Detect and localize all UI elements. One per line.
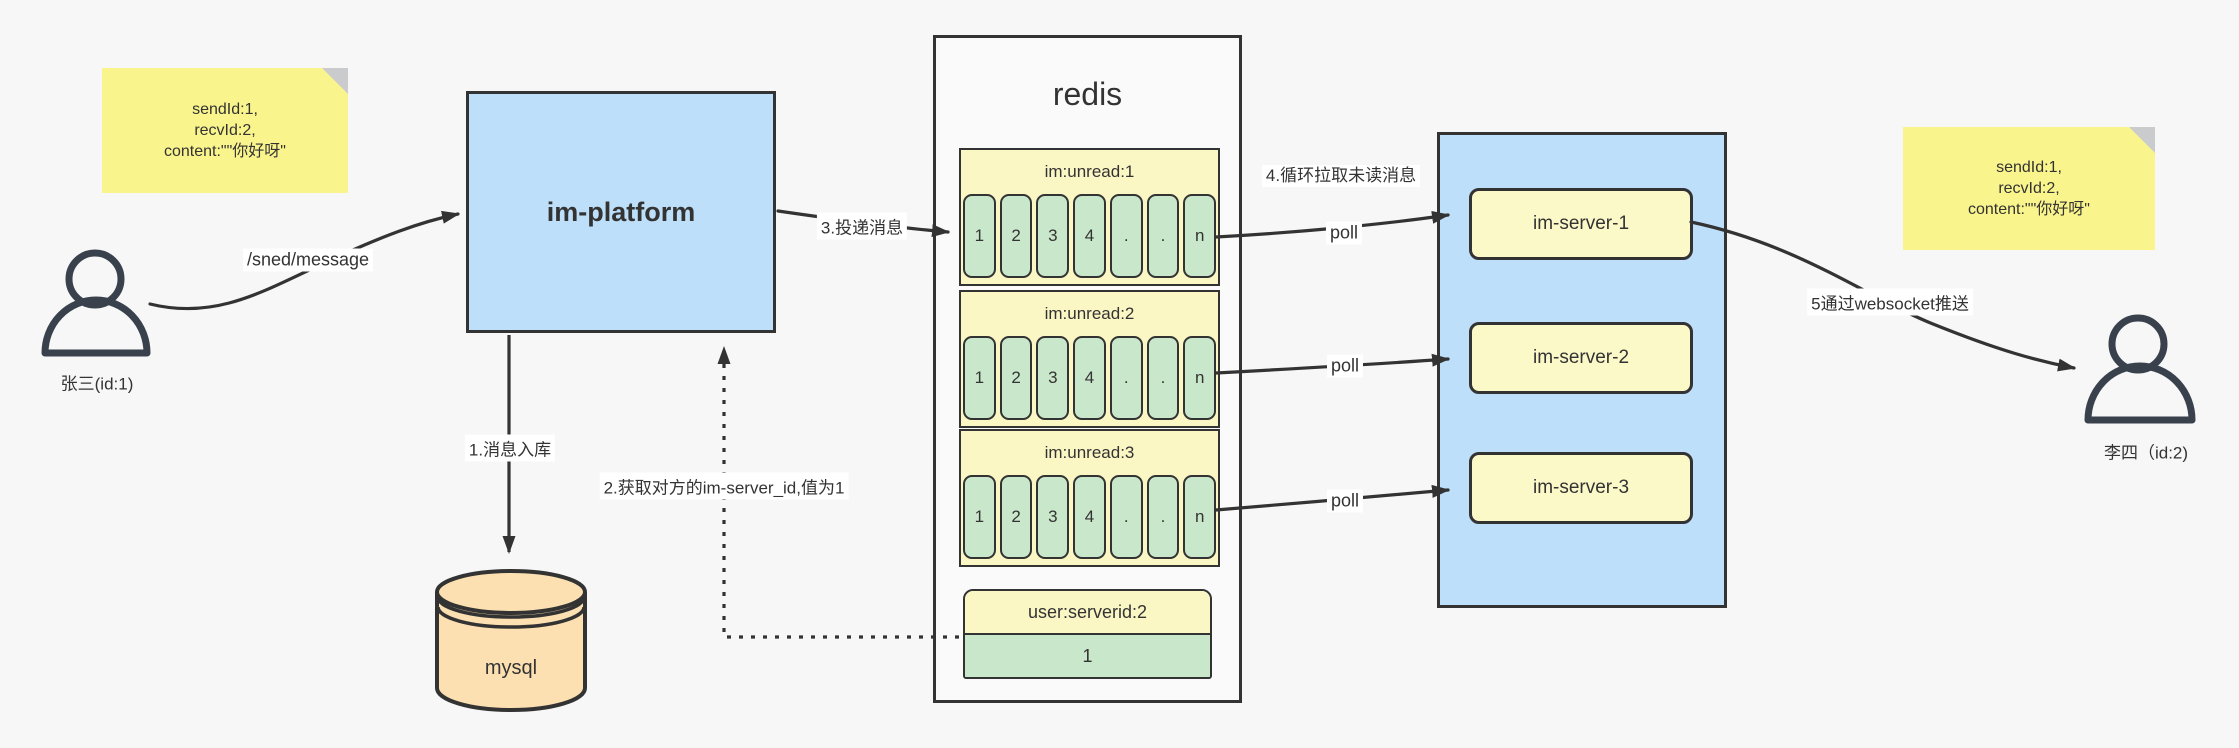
note-fold-icon xyxy=(322,68,348,94)
label-step3: 3.投递消息 xyxy=(816,212,908,240)
im-server-2-box: im-server-2 xyxy=(1469,322,1693,394)
queue-cells: 1 2 3 4 . . n xyxy=(961,475,1218,559)
label-step5: 5通过websocket推送 xyxy=(1807,288,1973,316)
label-poll-3: poll xyxy=(1326,489,1364,513)
queue-cell: . xyxy=(1146,336,1180,420)
mysql-database-icon: mysql xyxy=(435,569,587,712)
queue-cell: 2 xyxy=(999,336,1033,420)
im-server-cluster-box: im-server-1 im-server-2 im-server-3 xyxy=(1437,132,1727,608)
queue-cell: 1 xyxy=(963,336,996,420)
im-platform-label: im-platform xyxy=(546,196,696,227)
im-server-1-box: im-server-1 xyxy=(1469,188,1693,260)
sticky-note-left: sendId:1, recvId:2, content:""你好呀" xyxy=(102,68,348,193)
queue-cell: 4 xyxy=(1073,336,1106,420)
mysql-label: mysql xyxy=(485,657,537,679)
user-icon-receiver xyxy=(2084,314,2196,424)
queue-cells: 1 2 3 4 . . n xyxy=(961,336,1218,420)
note-line: recvId:2, xyxy=(194,122,256,139)
label-poll-1: poll xyxy=(1325,221,1363,245)
queue-cell: 3 xyxy=(1036,475,1070,559)
queue-cell: 4 xyxy=(1073,475,1106,559)
queue-header: im:unread:1 xyxy=(1044,162,1135,181)
queue-cell: 2 xyxy=(999,475,1033,559)
sticky-note-right: sendId:1, recvId:2, content:""你好呀" xyxy=(1903,127,2155,250)
label-step4: 4.循环拉取未读消息 xyxy=(1262,165,1420,187)
receiver-name: 李四（id:2) xyxy=(2103,443,2189,463)
note-fold-icon xyxy=(2129,127,2155,153)
queue-cells: 1 2 3 4 . . n xyxy=(961,194,1218,278)
queue-header: im:unread:3 xyxy=(1044,443,1135,462)
queue-cell: n xyxy=(1183,194,1217,278)
redis-title: redis xyxy=(1052,76,1123,112)
sender-name: 张三(id:1) xyxy=(60,374,134,394)
queue-cell: 1 xyxy=(963,194,996,278)
redis-queue-unread-3: im:unread:3 1 2 3 4 . . n xyxy=(959,429,1220,567)
queue-cell: . xyxy=(1109,336,1143,420)
label-poll-2: poll xyxy=(1326,354,1364,378)
note-line: content:""你好呀" xyxy=(1968,201,2090,218)
label-send-api: /sned/message xyxy=(242,248,374,272)
note-line: recvId:2, xyxy=(1998,180,2060,197)
queue-cell: . xyxy=(1146,194,1180,278)
redis-kv-user-serverid: user:serverid:2 1 xyxy=(963,589,1212,679)
queue-header: im:unread:2 xyxy=(1044,304,1135,323)
queue-cell: 3 xyxy=(1036,194,1070,278)
note-line: sendId:1, xyxy=(192,101,258,118)
label-step2: 2.获取对方的im-server_id,值为1 xyxy=(599,472,849,500)
im-server-1-label: im-server-1 xyxy=(1532,213,1630,234)
user-icon-sender xyxy=(41,249,151,357)
queue-cell: . xyxy=(1109,194,1143,278)
redis-container: redis im:unread:1 1 2 3 4 . . n im:unrea… xyxy=(933,35,1242,703)
queue-cell: 3 xyxy=(1036,336,1070,420)
kv-header: user:serverid:2 xyxy=(965,591,1210,635)
queue-cell: 2 xyxy=(999,194,1033,278)
queue-cell: n xyxy=(1183,336,1217,420)
im-server-3-box: im-server-3 xyxy=(1469,452,1693,524)
note-line: content:""你好呀" xyxy=(164,143,286,160)
label-step1: 1.消息入库 xyxy=(464,434,556,462)
redis-queue-unread-1: im:unread:1 1 2 3 4 . . n xyxy=(959,148,1220,286)
queue-cell: n xyxy=(1183,475,1217,559)
im-server-2-label: im-server-2 xyxy=(1532,347,1630,368)
note-line: sendId:1, xyxy=(1996,159,2062,176)
im-server-3-label: im-server-3 xyxy=(1532,477,1630,498)
redis-queue-unread-2: im:unread:2 1 2 3 4 . . n xyxy=(959,290,1220,428)
queue-cell: . xyxy=(1146,475,1180,559)
queue-cell: . xyxy=(1109,475,1143,559)
kv-value: 1 xyxy=(965,635,1210,677)
queue-cell: 1 xyxy=(963,475,996,559)
queue-cell: 4 xyxy=(1073,194,1106,278)
im-platform-box: im-platform xyxy=(466,91,776,333)
